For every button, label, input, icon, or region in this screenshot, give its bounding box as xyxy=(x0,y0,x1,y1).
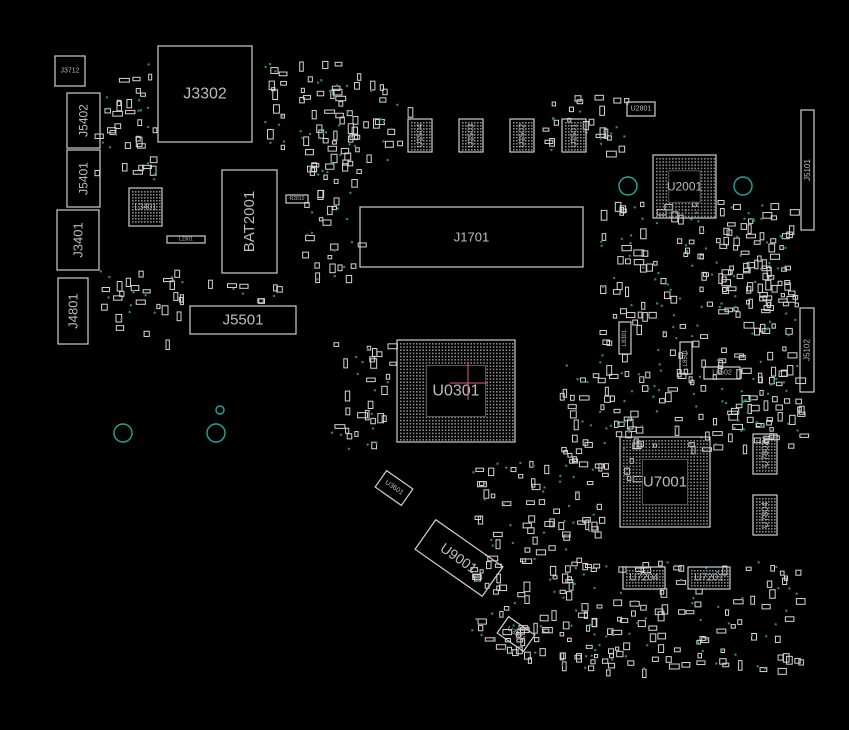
mounting-holes xyxy=(113,176,753,443)
component-label: U9001 xyxy=(438,540,481,577)
mounting-hole xyxy=(618,176,638,196)
component-u7001[interactable]: U7001 xyxy=(619,436,711,528)
mounting-hole xyxy=(206,423,226,443)
component-label: J5102 xyxy=(803,339,812,361)
component-label: U3601 xyxy=(384,479,405,497)
component-j5102[interactable]: J5102 xyxy=(799,307,815,393)
component-label: L8502 xyxy=(712,370,732,377)
component-j5402[interactable]: J5402 xyxy=(66,92,101,149)
component-j5101[interactable]: J5101 xyxy=(800,109,815,231)
component-j5501[interactable]: J5501 xyxy=(189,305,297,335)
component-u2801[interactable]: U2801 xyxy=(626,101,656,117)
component-label: U7204 xyxy=(629,573,659,584)
component-u7802[interactable]: U7802 xyxy=(752,433,778,475)
component-u1503[interactable]: U1503 xyxy=(458,118,484,153)
component-u1504[interactable]: U1504 xyxy=(407,118,433,153)
component-label: J1701 xyxy=(454,230,489,245)
component-u1501[interactable]: U1501 xyxy=(561,118,587,153)
component-label: U0301 xyxy=(432,383,479,400)
component-l8301[interactable]: L8301 xyxy=(618,321,632,355)
component-label: J5401 xyxy=(77,162,91,195)
component-u1502[interactable]: U1502 xyxy=(509,118,535,153)
component-u7201[interactable]: U7201 xyxy=(687,566,731,590)
component-u3601[interactable]: U3601 xyxy=(374,469,414,507)
component-j3401[interactable]: J3401 xyxy=(56,209,100,271)
component-l8501[interactable]: L8501 xyxy=(679,341,693,375)
component-label: L3401 xyxy=(134,203,157,212)
component-l2301[interactable]: L2301 xyxy=(166,235,206,244)
component-label: J3712 xyxy=(60,68,79,75)
component-label: U1504 xyxy=(416,123,425,147)
component-label: U7802 xyxy=(760,441,770,468)
component-label: U1502 xyxy=(518,123,527,147)
component-j1701[interactable]: J1701 xyxy=(359,206,584,268)
component-label: J5101 xyxy=(803,159,812,181)
component-label: R2810 xyxy=(290,196,305,202)
vias-layer xyxy=(99,62,799,670)
component-j3712[interactable]: J3712 xyxy=(54,55,86,87)
component-u9001[interactable]: U9001 xyxy=(414,518,504,598)
component-u2001[interactable]: U2001 xyxy=(652,154,717,219)
component-label: J5501 xyxy=(223,312,264,329)
component-label: L8301 xyxy=(622,329,628,346)
component-u7804[interactable]: U7804 xyxy=(752,494,778,536)
component-label: U2001 xyxy=(667,180,703,194)
component-label: U7001 xyxy=(643,474,687,491)
component-u0301[interactable]: U0301 xyxy=(396,339,516,443)
component-label: U7201 xyxy=(694,573,724,584)
component-l8502[interactable]: L8502 xyxy=(703,366,741,380)
component-l3401[interactable]: L3401 xyxy=(128,187,163,227)
component-j4801[interactable]: J4801 xyxy=(57,277,89,345)
component-label: BAT2001 xyxy=(241,191,258,252)
small-parts-layer xyxy=(94,60,810,678)
component-label: L2301 xyxy=(179,237,193,243)
component-label: U7804 xyxy=(760,502,770,529)
component-label: J3401 xyxy=(71,222,86,257)
component-j3302[interactable]: J3302 xyxy=(157,45,253,143)
crosshair-cursor-icon xyxy=(450,362,488,400)
mounting-hole xyxy=(113,423,133,443)
component-bat2001[interactable]: BAT2001 xyxy=(221,169,278,274)
component-r2810[interactable]: R2810 xyxy=(285,194,309,204)
mounting-hole xyxy=(215,405,225,415)
component-j5401[interactable]: J5401 xyxy=(66,149,101,208)
component-label: J5402 xyxy=(77,104,91,137)
component-label: J4801 xyxy=(66,293,81,328)
component-label: U1503 xyxy=(467,123,476,147)
component-u7204[interactable]: U7204 xyxy=(622,566,666,590)
component-label: L8501 xyxy=(683,349,689,366)
component-label: U2801 xyxy=(631,106,652,113)
component-label: U1501 xyxy=(570,123,579,147)
component-label: J3302 xyxy=(183,86,227,103)
mounting-hole xyxy=(733,176,753,196)
